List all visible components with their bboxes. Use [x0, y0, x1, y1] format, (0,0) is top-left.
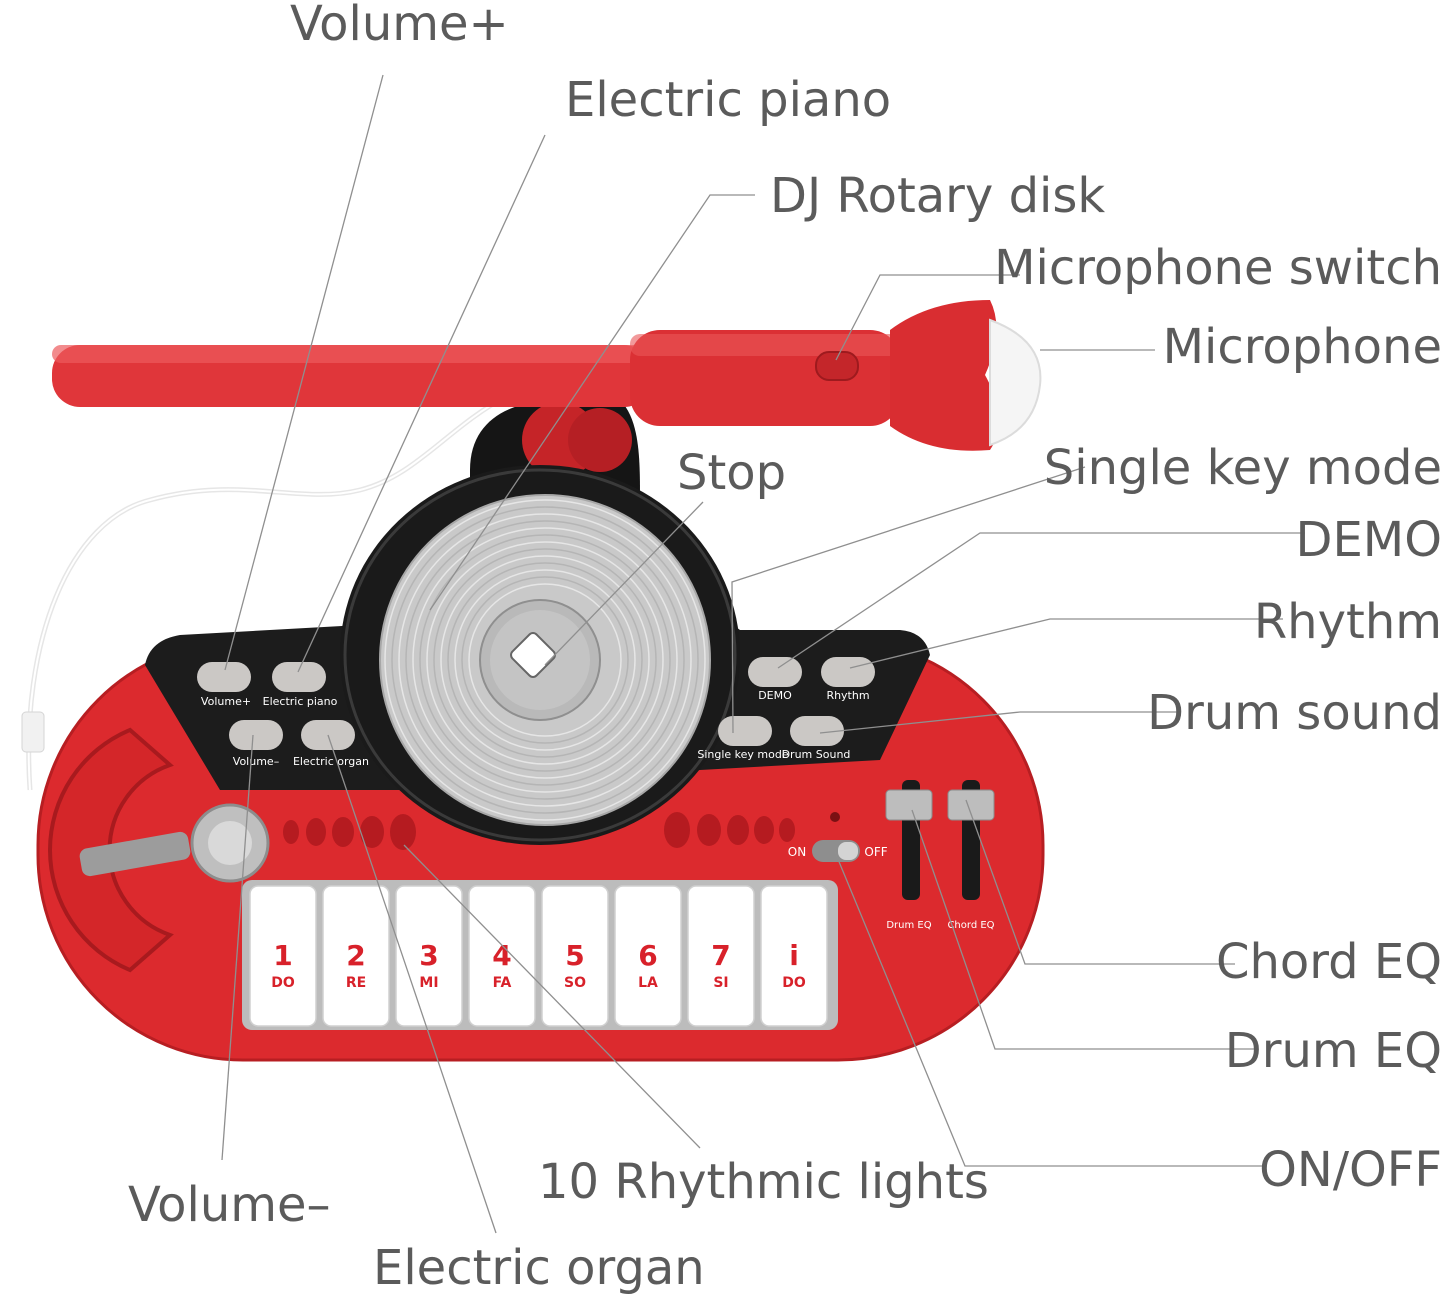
key-note-label: MI	[419, 975, 438, 991]
rhythmic-lights	[283, 812, 795, 850]
side-wheel[interactable]	[48, 727, 174, 973]
callout-on-off: ON/OFF	[1259, 1142, 1442, 1198]
single-key-mode-button-label: Single key mode	[697, 748, 788, 761]
drum-eq-slider-label: Drum EQ	[886, 920, 931, 931]
drum-eq-slider[interactable]	[885, 789, 933, 821]
volume-plus-button-label: Volume+	[201, 695, 251, 708]
callout-electric-piano: Electric piano	[565, 72, 892, 128]
electric-piano-button-label: Electric piano	[263, 695, 338, 708]
key-note-label: SI	[713, 975, 728, 991]
callout-drum-eq: Drum EQ	[1224, 1023, 1442, 1079]
chord-eq-slider-label: Chord EQ	[947, 920, 994, 931]
piano-key[interactable]	[760, 885, 828, 1027]
key-note-label: RE	[346, 975, 366, 991]
callout-leader-lines	[221, 74, 1305, 1234]
key-note-label: LA	[638, 975, 658, 991]
piano-key[interactable]	[395, 885, 463, 1027]
key-note-label: DO	[782, 975, 806, 991]
piano-key[interactable]	[687, 885, 755, 1027]
switch-off-label: OFF	[864, 845, 887, 859]
callout-electric-organ: Electric organ	[373, 1240, 705, 1296]
key-number: 4	[492, 939, 511, 972]
piano-key[interactable]	[541, 885, 609, 1027]
stop-button[interactable]	[509, 631, 557, 679]
microphone[interactable]	[52, 300, 1042, 451]
key-note-label: SO	[564, 975, 586, 991]
drum-sound-button-label: Drum Sound	[782, 748, 851, 761]
callout-single-key-mode: Single key mode	[1043, 440, 1442, 496]
key-number: 6	[638, 939, 657, 972]
piano-key[interactable]	[322, 885, 390, 1027]
switch-on-label: ON	[788, 845, 806, 859]
key-number: 5	[565, 939, 584, 972]
callout-demo: DEMO	[1295, 512, 1442, 568]
callout-chord-eq: Chord EQ	[1215, 934, 1442, 990]
demo-button-label: DEMO	[758, 689, 792, 702]
callout-rhythm: Rhythm	[1253, 594, 1442, 650]
single-key-mode-button[interactable]	[718, 716, 772, 746]
rhythm-button-label: Rhythm	[826, 689, 869, 702]
electric-piano-button[interactable]	[272, 662, 326, 692]
demo-button[interactable]	[748, 657, 802, 687]
microphone-head	[989, 318, 1042, 447]
key-number: 1	[273, 939, 292, 972]
key-number: 7	[711, 939, 730, 972]
callout-microphone-switch: Microphone switch	[994, 240, 1442, 296]
pitch-arm[interactable]	[78, 831, 191, 878]
piano-key[interactable]	[614, 885, 682, 1027]
key-number: 2	[346, 939, 365, 972]
volume-plus-button[interactable]	[197, 662, 251, 692]
volume-minus-button[interactable]	[229, 720, 283, 750]
callout-dj-rotary-disk: DJ Rotary disk	[770, 168, 1106, 224]
key-number: 3	[419, 939, 438, 972]
piano-key[interactable]	[249, 885, 317, 1027]
key-note-label: FA	[493, 975, 512, 991]
rhythm-button[interactable]	[821, 657, 875, 687]
callout-stop: Stop	[677, 445, 787, 501]
callout-rhythmic-lights: 10 Rhythmic lights	[538, 1154, 989, 1210]
callout-volume-minus: Volume–	[128, 1177, 331, 1233]
microphone-switch[interactable]	[815, 351, 859, 381]
callout-drum-sound: Drum sound	[1147, 685, 1442, 741]
volume-minus-button-label: Volume–	[233, 755, 279, 768]
piano-keys: 1DO 2RE 3MI 4FA 5SO 6LA 7SI iDO	[249, 885, 828, 1027]
key-note-label: DO	[271, 975, 295, 991]
callout-microphone: Microphone	[1162, 319, 1442, 375]
key-number: i	[789, 939, 799, 972]
piano-key[interactable]	[468, 885, 536, 1027]
chord-eq-slider[interactable]	[947, 789, 995, 821]
cable-plug	[21, 711, 45, 753]
drum-sound-button[interactable]	[790, 716, 844, 746]
electric-organ-button-label: Electric organ	[293, 755, 369, 768]
callout-volume-plus: Volume+	[290, 0, 509, 52]
